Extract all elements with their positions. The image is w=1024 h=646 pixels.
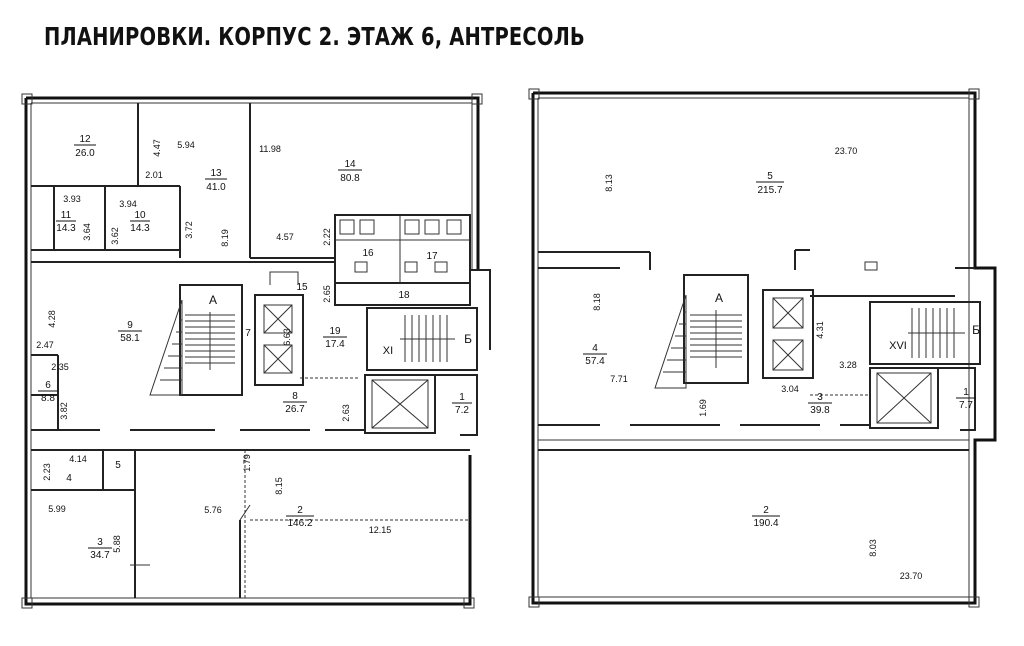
right-other-labels: А Б XVI (715, 291, 980, 352)
room-16-label: 16 (362, 248, 374, 259)
room-1-number: 1 (459, 392, 465, 403)
room-10-area: 14.3 (130, 223, 150, 234)
room-8-area: 26.7 (285, 404, 305, 415)
r-room-4-number: 4 (592, 343, 598, 354)
dim: 2.65 (322, 285, 332, 303)
dim: 2.01 (145, 170, 163, 180)
room-3-number: 3 (97, 537, 103, 548)
dim: 6.63 (282, 328, 292, 346)
r-stair-a-label: А (715, 291, 723, 305)
right-floor-plan (528, 88, 997, 608)
room-10-number: 10 (134, 210, 146, 221)
room-2-area: 146.2 (287, 518, 312, 529)
dim: 5.99 (48, 504, 66, 514)
room-13-area: 41.0 (206, 182, 226, 193)
dim: 23.70 (835, 146, 858, 156)
room-5-label: 5 (115, 460, 121, 471)
room-6-area: 8.8 (41, 393, 55, 404)
dim: 8.13 (604, 174, 614, 192)
dim: 2.35 (51, 362, 69, 372)
dim: 2.23 (42, 463, 52, 481)
r-room-3-number: 3 (817, 392, 823, 403)
room-12-area: 26.0 (75, 148, 95, 159)
stair-a-label: А (209, 293, 217, 307)
dim: 2.22 (322, 228, 332, 246)
room-11-number: 11 (61, 210, 72, 221)
r-room-2-area: 190.4 (753, 518, 778, 529)
dim: 3.04 (781, 384, 799, 394)
r-room-1-area: 7.7 (959, 400, 973, 411)
stair-b-label: Б (464, 332, 472, 346)
dim: 3.94 (119, 199, 137, 209)
room-1-area: 7.2 (455, 405, 469, 416)
stair-xi-label: XI (383, 345, 393, 357)
room-9-number: 9 (127, 320, 133, 331)
left-floor-plan (21, 93, 491, 609)
dim: 7.71 (610, 374, 628, 384)
dim: 8.19 (220, 229, 230, 247)
r-room-1-number: 1 (963, 387, 969, 398)
dim: 4.57 (276, 232, 294, 242)
room-6-number: 6 (45, 380, 51, 391)
dim: 1.79 (242, 454, 252, 472)
dim: 3.64 (82, 223, 92, 241)
room-2-number: 2 (297, 505, 303, 516)
dim: 3.93 (63, 194, 81, 204)
room-18-label: 18 (398, 290, 410, 301)
left-room-labels: 12 26.0 13 41.0 14 80.8 11 14.3 10 14.3 … (38, 134, 472, 561)
room-4-label: 4 (66, 473, 72, 484)
room-14-area: 80.8 (340, 173, 360, 184)
page-title: ПЛАНИРОВКИ. КОРПУС 2. ЭТАЖ 6, АНТРЕСОЛЬ (44, 22, 585, 51)
r-room-5-number: 5 (767, 171, 773, 182)
dim: 3.82 (59, 402, 69, 420)
room-14-number: 14 (344, 159, 356, 170)
room-12-number: 12 (79, 134, 91, 145)
room-13-number: 13 (210, 168, 222, 179)
right-dimension-labels: 23.70 8.13 8.18 4.31 3.28 7.71 1.69 3.04… (592, 146, 922, 581)
r-stair-xvi-label: XVI (889, 340, 907, 352)
room-3-area: 34.7 (90, 550, 110, 561)
room-11-area: 14.3 (56, 223, 76, 234)
r-room-4-area: 57.4 (585, 356, 605, 367)
room-17-label: 17 (426, 251, 438, 262)
dim: 23.70 (900, 571, 923, 581)
left-other-labels: 16 17 18 15 7 5 4 А Б XI (66, 248, 472, 484)
dim: 8.15 (274, 477, 284, 495)
left-dimension-labels: 4.47 5.94 11.98 2.01 3.93 3.94 3.64 3.62… (36, 139, 391, 553)
dim: 2.63 (341, 404, 351, 422)
dim: 5.94 (177, 140, 195, 150)
dim: 3.72 (184, 221, 194, 239)
dim: 3.28 (839, 360, 857, 370)
room-19-area: 17.4 (325, 339, 345, 350)
dim: 5.88 (112, 535, 122, 553)
room-19-number: 19 (329, 326, 341, 337)
room-9-area: 58.1 (120, 333, 140, 344)
dim: 1.69 (698, 399, 708, 417)
dim: 3.62 (110, 227, 120, 245)
dim: 4.28 (47, 310, 57, 328)
r-room-3-area: 39.8 (810, 405, 830, 416)
dim: 5.76 (204, 505, 222, 515)
r-stair-b-label: Б (972, 323, 980, 337)
r-room-5-area: 215.7 (757, 185, 782, 196)
dim: 11.98 (259, 144, 281, 154)
room-8-number: 8 (292, 391, 298, 402)
right-room-labels: 5 215.7 4 57.4 3 39.8 1 7.7 2 190.4 (583, 171, 976, 529)
room-7-label: 7 (245, 328, 251, 339)
dim: 12.15 (369, 525, 392, 535)
dim: 2.47 (36, 340, 54, 350)
dim: 4.47 (152, 139, 162, 157)
dim: 8.03 (868, 539, 878, 557)
r-room-2-number: 2 (763, 505, 769, 516)
room-15-label: 15 (296, 282, 308, 293)
dim: 8.18 (592, 293, 602, 311)
dim: 4.31 (815, 321, 825, 339)
dim: 4.14 (69, 454, 87, 464)
